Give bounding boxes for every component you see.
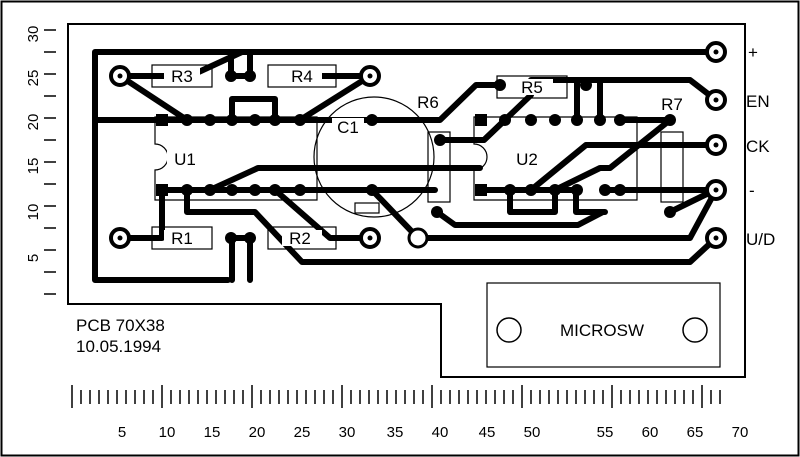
label-r7: R7 [661, 95, 683, 114]
y-ruler-labels: 30 25 20 15 10 5 [25, 26, 42, 263]
x-label-55: 55 [597, 424, 614, 441]
x-label-65: 65 [687, 424, 704, 441]
label-microsw: MICROSW [560, 321, 644, 340]
x-label-35: 35 [387, 424, 404, 441]
board-outline [67, 23, 746, 378]
x-label-20: 20 [249, 424, 266, 441]
y-label-20: 20 [25, 114, 42, 131]
x-label-15: 15 [204, 424, 221, 441]
connector-en-label: EN [746, 92, 770, 111]
x-label-60: 60 [642, 424, 659, 441]
label-r2: R2 [289, 229, 311, 248]
y-ruler [44, 29, 56, 295]
connector-minus-label: - [749, 181, 755, 200]
x-label-5: 5 [118, 424, 126, 441]
label-r3: R3 [171, 67, 193, 86]
connector-ck-label: CK [746, 137, 770, 156]
x-ruler-labels: 5 10 15 20 25 30 35 40 45 50 55 60 65 70 [118, 424, 749, 441]
y-label-15: 15 [25, 158, 42, 175]
label-r5: R5 [521, 78, 543, 97]
y-label-10: 10 [25, 204, 42, 221]
x-label-70: 70 [732, 424, 749, 441]
x-label-50: 50 [524, 424, 541, 441]
x-label-10: 10 [159, 424, 176, 441]
microswitch-hole-left [496, 317, 522, 343]
microswitch-outline [486, 282, 721, 368]
board-date: 10.05.1994 [76, 337, 162, 356]
label-r4: R4 [291, 67, 313, 86]
x-label-25: 25 [294, 424, 311, 441]
connector-plus-label: + [748, 43, 758, 62]
y-label-5: 5 [25, 254, 42, 262]
y-label-25: 25 [25, 70, 42, 87]
board-title: PCB 70X38 [76, 316, 165, 335]
connector-ud-label: U/D [746, 230, 775, 249]
x-label-40: 40 [432, 424, 449, 441]
label-u2: U2 [516, 150, 538, 169]
x-label-45: 45 [479, 424, 496, 441]
label-r1: R1 [171, 229, 193, 248]
label-c1: C1 [337, 118, 359, 137]
pads [156, 70, 676, 244]
label-r6: R6 [417, 93, 439, 112]
y-label-30: 30 [25, 26, 42, 43]
x-ruler [71, 385, 721, 408]
label-u1: U1 [174, 150, 196, 169]
x-label-30: 30 [339, 424, 356, 441]
microswitch-hole-right [682, 317, 708, 343]
